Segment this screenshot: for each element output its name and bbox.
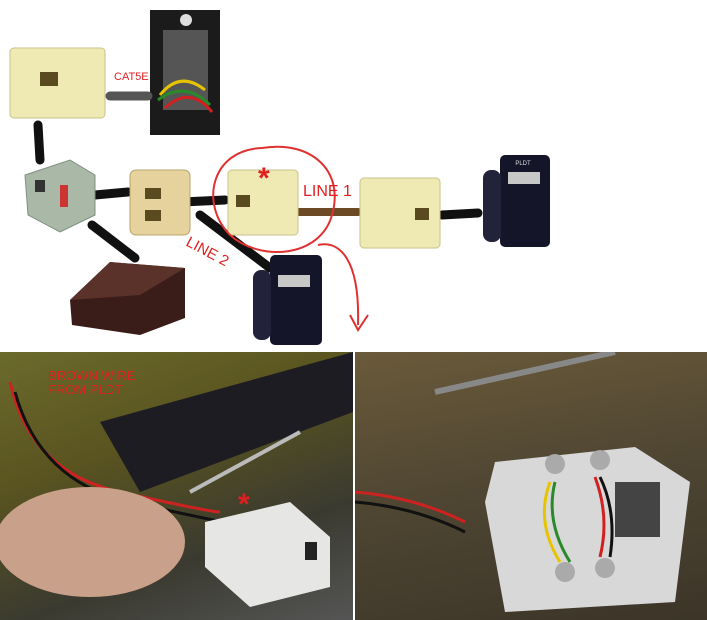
highlight-circle [212,145,336,253]
cat5e-label: CAT5E [114,71,149,83]
marker-asterisk-photo: * [238,488,250,521]
coupler-right [359,177,441,249]
telephone-right: PLDT [483,155,550,247]
arrow-down [317,243,369,332]
photo-wires-into-jack: * BROWN WIRE FROM PLDT [0,352,353,620]
phone-brand-label: PLDT [515,161,531,167]
marker-asterisk: * [258,162,270,195]
dsl-splitter [24,159,96,233]
coupler-marked [227,169,299,236]
hand [0,487,185,597]
modem-router [70,262,185,335]
wall-jack-terminal [150,10,220,135]
line1-label: LINE 1 [303,183,352,200]
y-splitter [129,169,191,236]
phone-cables [33,120,483,273]
photo-open-jack-box [355,352,707,620]
telephone-bottom [253,255,322,345]
wiring-diagram: PLDT * CAT5E LINE 1 LINE 2 [9,10,550,345]
surface-jack-box [205,502,330,607]
brown-wire-annotation: BROWN WIRE FROM PLDT [48,368,136,397]
